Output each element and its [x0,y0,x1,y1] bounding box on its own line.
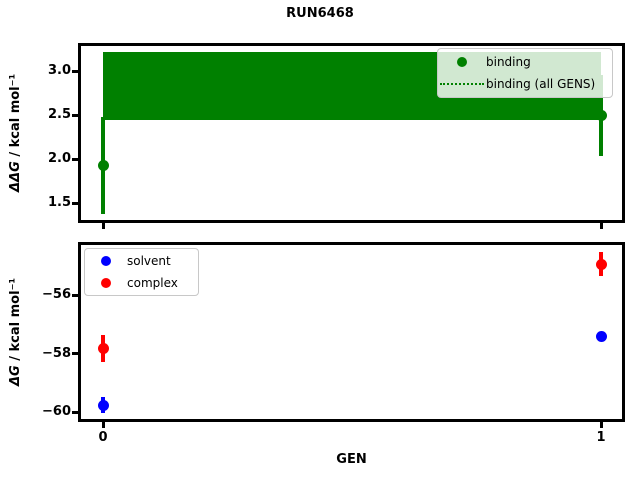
y-tick-label: 2.5 [47,107,71,122]
x-axis-label-gen: GEN [336,452,367,467]
legend-label-binding-all-gens: binding (all GENS) [486,77,596,91]
y-axis-label-dg: ΔG / kcal mol⁻¹ [8,242,28,422]
legend-marker-cell [438,83,486,85]
data-point-solvent-gen1 [595,331,607,342]
y-axis-label-ddg: ΔΔG / kcal mol⁻¹ [8,43,28,223]
figure-title: RUN6468 [286,6,354,21]
y-tick-label: 1.5 [47,195,71,210]
legend-binding: binding binding (all GENS) [437,48,613,98]
y-tick-label: −56 [42,287,71,302]
data-point-solvent-gen0 [97,399,109,411]
y-tick-mark [72,157,78,161]
data-point-binding-gen1 [595,109,607,121]
dotted-line-icon [440,83,484,85]
y-axis-label-dg-units: / kcal mol⁻¹ [8,277,23,366]
x-tick-label: 1 [596,430,606,445]
legend-solvent-complex: solvent complex [84,248,199,296]
legend-marker-cell [85,256,127,266]
x-tick-mark [101,422,105,428]
x-tick-mark [599,422,603,428]
y-tick-label: 2.0 [47,151,71,166]
legend-entry-solvent: solvent [85,250,198,272]
y-tick-label: −58 [42,345,71,361]
y-tick-label: 3.0 [47,63,71,78]
axes-ddg-panel: binding binding (all GENS) 3.0 2.5 2.0 1.5 [48,43,625,229]
complex-dot-icon [101,278,111,288]
y-tick-mark [72,201,78,205]
y-axis-label-ddg-math: ΔΔG [8,161,23,193]
legend-label-complex: complex [127,276,178,290]
data-point-complex-gen0 [97,343,109,354]
data-point-complex-gen1 [595,258,607,270]
data-point-binding-gen0 [97,159,109,171]
x-tick-mark [599,223,603,229]
legend-label-binding: binding [486,55,531,69]
legend-marker-cell [85,278,127,288]
legend-entry-binding-all-gens: binding (all GENS) [438,73,612,95]
legend-entry-complex: complex [85,272,198,294]
y-tick-label: −60 [42,404,71,419]
legend-label-solvent: solvent [127,254,171,268]
y-tick-mark [72,293,78,297]
legend-entry-binding: binding [438,51,612,73]
y-axis-label-dg-math: ΔG [8,365,23,387]
binding-dot-icon [457,57,467,67]
axes-dg-panel: solvent complex −56 −58 −60 0 1 [42,242,625,445]
y-tick-mark [72,113,78,117]
y-tick-mark [72,410,78,414]
solvent-dot-icon [101,256,111,266]
x-tick-mark [101,223,105,229]
y-tick-mark [72,69,78,73]
y-axis-label-ddg-units: / kcal mol⁻¹ [8,73,23,162]
y-tick-mark [72,352,78,355]
legend-marker-cell [438,57,486,67]
x-tick-label: 0 [98,430,108,445]
